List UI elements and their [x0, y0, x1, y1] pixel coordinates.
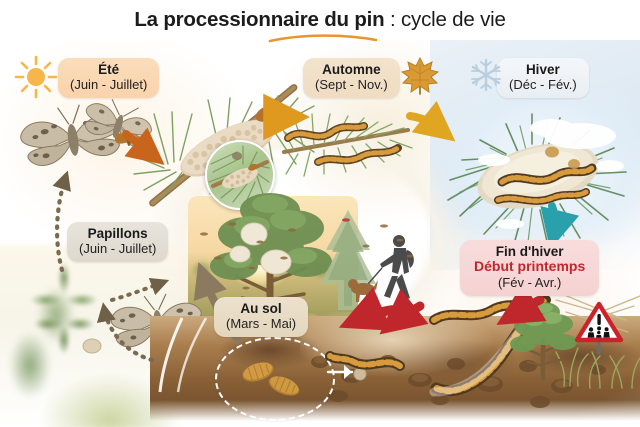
title-bold: La processionnaire du pin: [134, 8, 385, 31]
stage-label-ete[interactable]: Été (Juin - Juillet): [58, 58, 160, 98]
stage-papillons-period: (Juin - Juillet): [79, 241, 157, 257]
stage-hiver-period: (Déc - Fév.): [509, 77, 577, 93]
stage-ete-period: (Juin - Juillet): [70, 77, 148, 93]
stage-label-fin-hiver[interactable]: Fin d'hiver Début printemps (Fév - Avr.): [460, 240, 600, 297]
stage-papillons-name: Papillons: [87, 226, 148, 241]
stage-label-automne[interactable]: Automne (Sept - Nov.): [303, 58, 400, 98]
danger-warning-sign: [574, 301, 624, 354]
stage-label-papillons[interactable]: Papillons (Juin - Juillet): [67, 222, 169, 262]
title-rest: : cycle de vie: [384, 8, 506, 31]
mating-moths-small: [114, 133, 142, 146]
stage-au-sol-name: Au sol: [240, 301, 282, 316]
stage-label-au-sol[interactable]: Au sol (Mars - Mai): [214, 297, 309, 337]
stage-fin-hiver-name: Fin d'hiver: [495, 244, 564, 259]
title-underline: [268, 34, 378, 43]
stage-automne-period: (Sept - Nov.): [315, 77, 388, 93]
snowflake-icon: [471, 58, 501, 92]
caterpillars-on-pine-autumn: [279, 113, 413, 177]
stage-automne-name: Automne: [322, 62, 381, 77]
stage-au-sol-period: (Mars - Mai): [226, 316, 297, 332]
stage-ete-name: Été: [98, 62, 120, 77]
flying-moth-specks: [200, 218, 414, 290]
stage-fin-hiver-period: (Fév - Avr.): [497, 274, 562, 290]
page-title: La processionnaire du pin : cycle de vie: [0, 8, 640, 32]
stage-debut-printemps-name: Début printemps: [474, 258, 586, 275]
dashed-circle-pupae: [215, 337, 335, 421]
sun-icon: [14, 55, 58, 99]
stage-hiver-name: Hiver: [525, 62, 560, 77]
pupa-shell-small: [82, 338, 102, 354]
stage-label-hiver[interactable]: Hiver (Déc - Fév.): [497, 58, 589, 98]
maple-leaf-icon: [400, 56, 440, 95]
winter-nest-on-snowy-pine: [447, 113, 627, 247]
